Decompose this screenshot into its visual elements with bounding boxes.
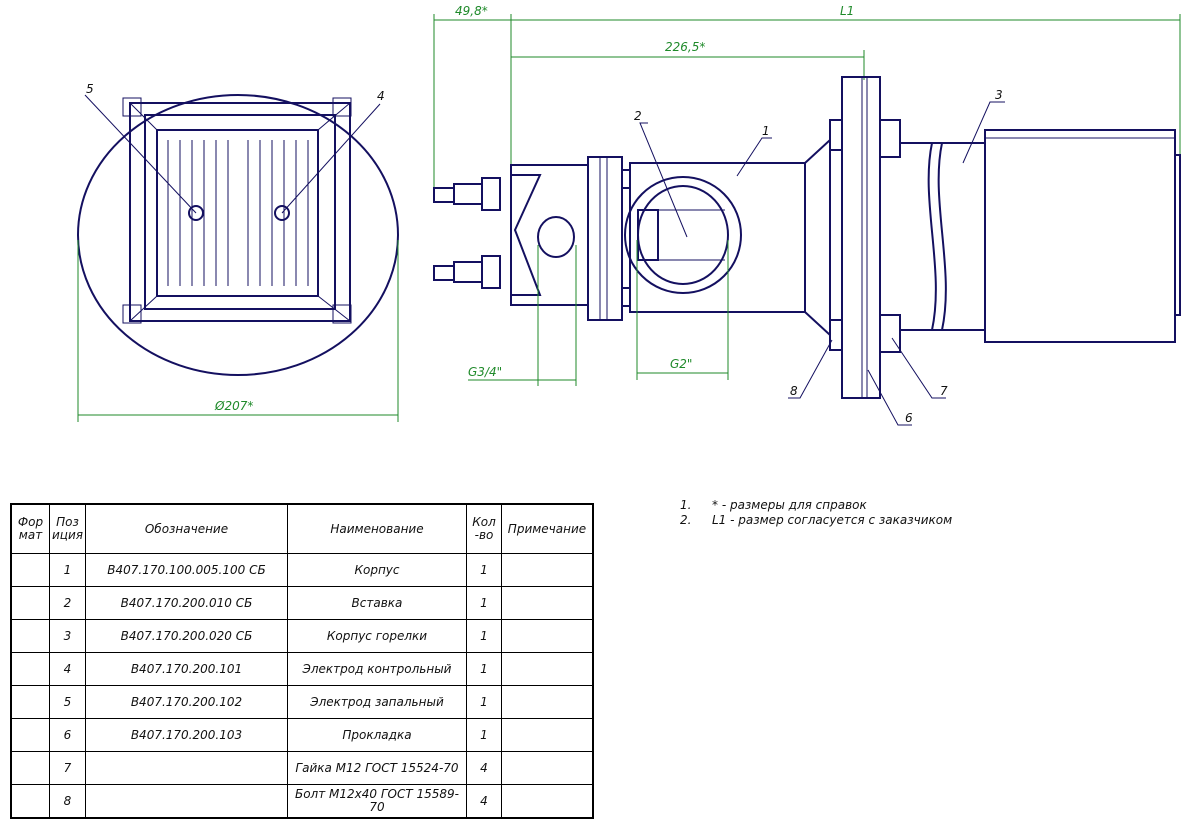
cell-name: Корпус (286, 553, 467, 587)
cell-format (10, 685, 50, 719)
cell-name: Электрод контрольный (286, 652, 467, 686)
cell-format (10, 619, 50, 653)
note-number: 2. (680, 513, 692, 527)
header-designation: Обозначение (84, 503, 288, 554)
cell-name: Болт М12х40 ГОСТ 15589-70 (286, 784, 467, 819)
cell-position: 4 (49, 652, 86, 686)
cell-designation: В407.170.100.005.100 СБ (84, 553, 288, 587)
note-text: * - размеры для справок (712, 498, 867, 512)
header-note: Примечание (500, 503, 594, 554)
header-name: Наименование (286, 503, 467, 554)
cell-note (500, 586, 594, 620)
position-label: 6 (905, 411, 913, 425)
cell-position: 1 (49, 553, 86, 587)
parts-list-table: Фор мат Поз иция Обозначение Наименовани… (10, 503, 594, 819)
note-number: 1. (680, 498, 692, 512)
header-position: Поз иция (49, 503, 86, 554)
diameter-dimension: Ø207* (214, 399, 253, 413)
cell-format (10, 784, 50, 819)
cell-designation: В407.170.200.010 СБ (84, 586, 288, 620)
table-header: Фор мат Поз иция Обозначение Наименовани… (10, 503, 594, 554)
cell-format (10, 751, 50, 785)
cell-quantity: 1 (465, 718, 502, 752)
cell-name: Электрод запальный (286, 685, 467, 719)
side-view: 49,8* L1 226,5* G3/4" G2" (433, 4, 1181, 426)
cell-quantity: 4 (465, 784, 502, 819)
drawing-notes: 1. * - размеры для справок 2. L1 - размер … (680, 498, 952, 528)
dimension-226-5: 226,5* (665, 40, 705, 54)
cell-designation: В407.170.200.101 (84, 652, 288, 686)
cell-format (10, 652, 50, 686)
cell-name: Вставка (286, 586, 467, 620)
header-format: Фор мат (10, 503, 50, 554)
position-label: 8 (790, 384, 798, 398)
cell-format (10, 586, 50, 620)
position-label: 4 (377, 89, 385, 103)
cell-format (10, 553, 50, 587)
cell-designation: В407.170.200.102 (84, 685, 288, 719)
cell-note (500, 784, 594, 819)
position-label: 7 (940, 384, 948, 398)
cell-designation: В407.170.200.103 (84, 718, 288, 752)
cell-name: Прокладка (286, 718, 467, 752)
front-view: 5 4 Ø207* (77, 82, 399, 422)
dimension-g3-4: G3/4" (468, 365, 502, 379)
dimension-l1: L1 (840, 4, 854, 18)
cell-name: Корпус горелки (286, 619, 467, 653)
cell-designation (84, 784, 288, 819)
cell-position: 8 (49, 784, 86, 819)
cell-note (500, 685, 594, 719)
assembly-drawing: 5 4 Ø207* 49,8* L1 226,5* (77, 4, 1181, 426)
cell-note (500, 619, 594, 653)
position-label: 1 (762, 124, 770, 138)
cell-format (10, 718, 50, 752)
cell-quantity: 1 (465, 619, 502, 653)
cell-quantity: 1 (465, 553, 502, 587)
cell-quantity: 4 (465, 751, 502, 785)
header-quantity: Кол -во (465, 503, 502, 554)
dimension-g2: G2" (670, 357, 692, 371)
position-label: 3 (995, 88, 1003, 102)
cell-name: Гайка М12 ГОСТ 15524-70 (286, 751, 467, 785)
cell-note (500, 652, 594, 686)
cell-designation: В407.170.200.020 СБ (84, 619, 288, 653)
cell-note (500, 553, 594, 587)
cell-note (500, 718, 594, 752)
dimension-49-8: 49,8* (455, 4, 488, 18)
position-label: 2 (634, 109, 642, 123)
cell-quantity: 1 (465, 685, 502, 719)
cell-position: 6 (49, 718, 86, 752)
cell-position: 7 (49, 751, 86, 785)
cell-note (500, 751, 594, 785)
cell-position: 5 (49, 685, 86, 719)
cell-quantity: 1 (465, 586, 502, 620)
position-label: 5 (86, 82, 94, 96)
note-text: L1 - размер согласуется с заказчиком (712, 513, 953, 527)
cell-designation (84, 751, 288, 785)
cell-position: 2 (49, 586, 86, 620)
cell-quantity: 1 (465, 652, 502, 686)
cell-position: 3 (49, 619, 86, 653)
